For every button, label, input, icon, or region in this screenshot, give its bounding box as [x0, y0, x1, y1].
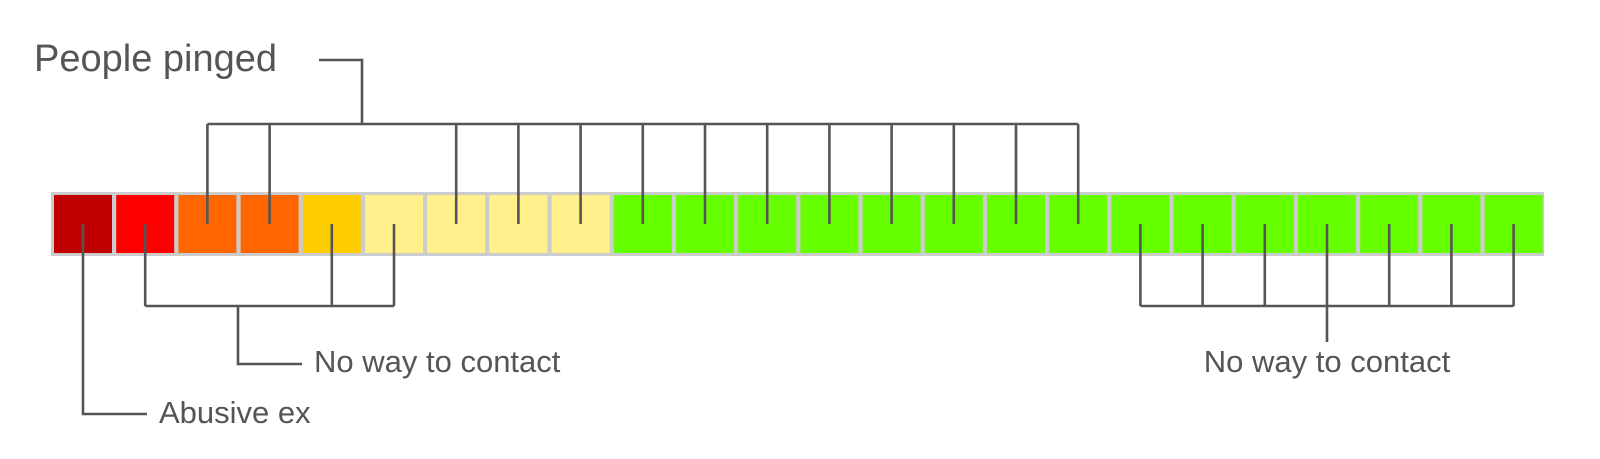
- abusive-ex-leader: [81, 224, 147, 416]
- abusive-ex-label: Abusive ex: [159, 395, 311, 430]
- no-way-left-leader: [236, 306, 302, 366]
- no-way-to-contact-right-label: No way to contact: [1204, 344, 1451, 379]
- connector-lines: [81, 58, 1515, 416]
- cell-strip-background: [51, 192, 1544, 256]
- people-pinged-label: People pinged: [34, 38, 277, 80]
- people-pinged-leader: [319, 58, 364, 124]
- no-way-to-contact-left-label: No way to contact: [314, 344, 561, 379]
- cell-strip: [54, 195, 1543, 253]
